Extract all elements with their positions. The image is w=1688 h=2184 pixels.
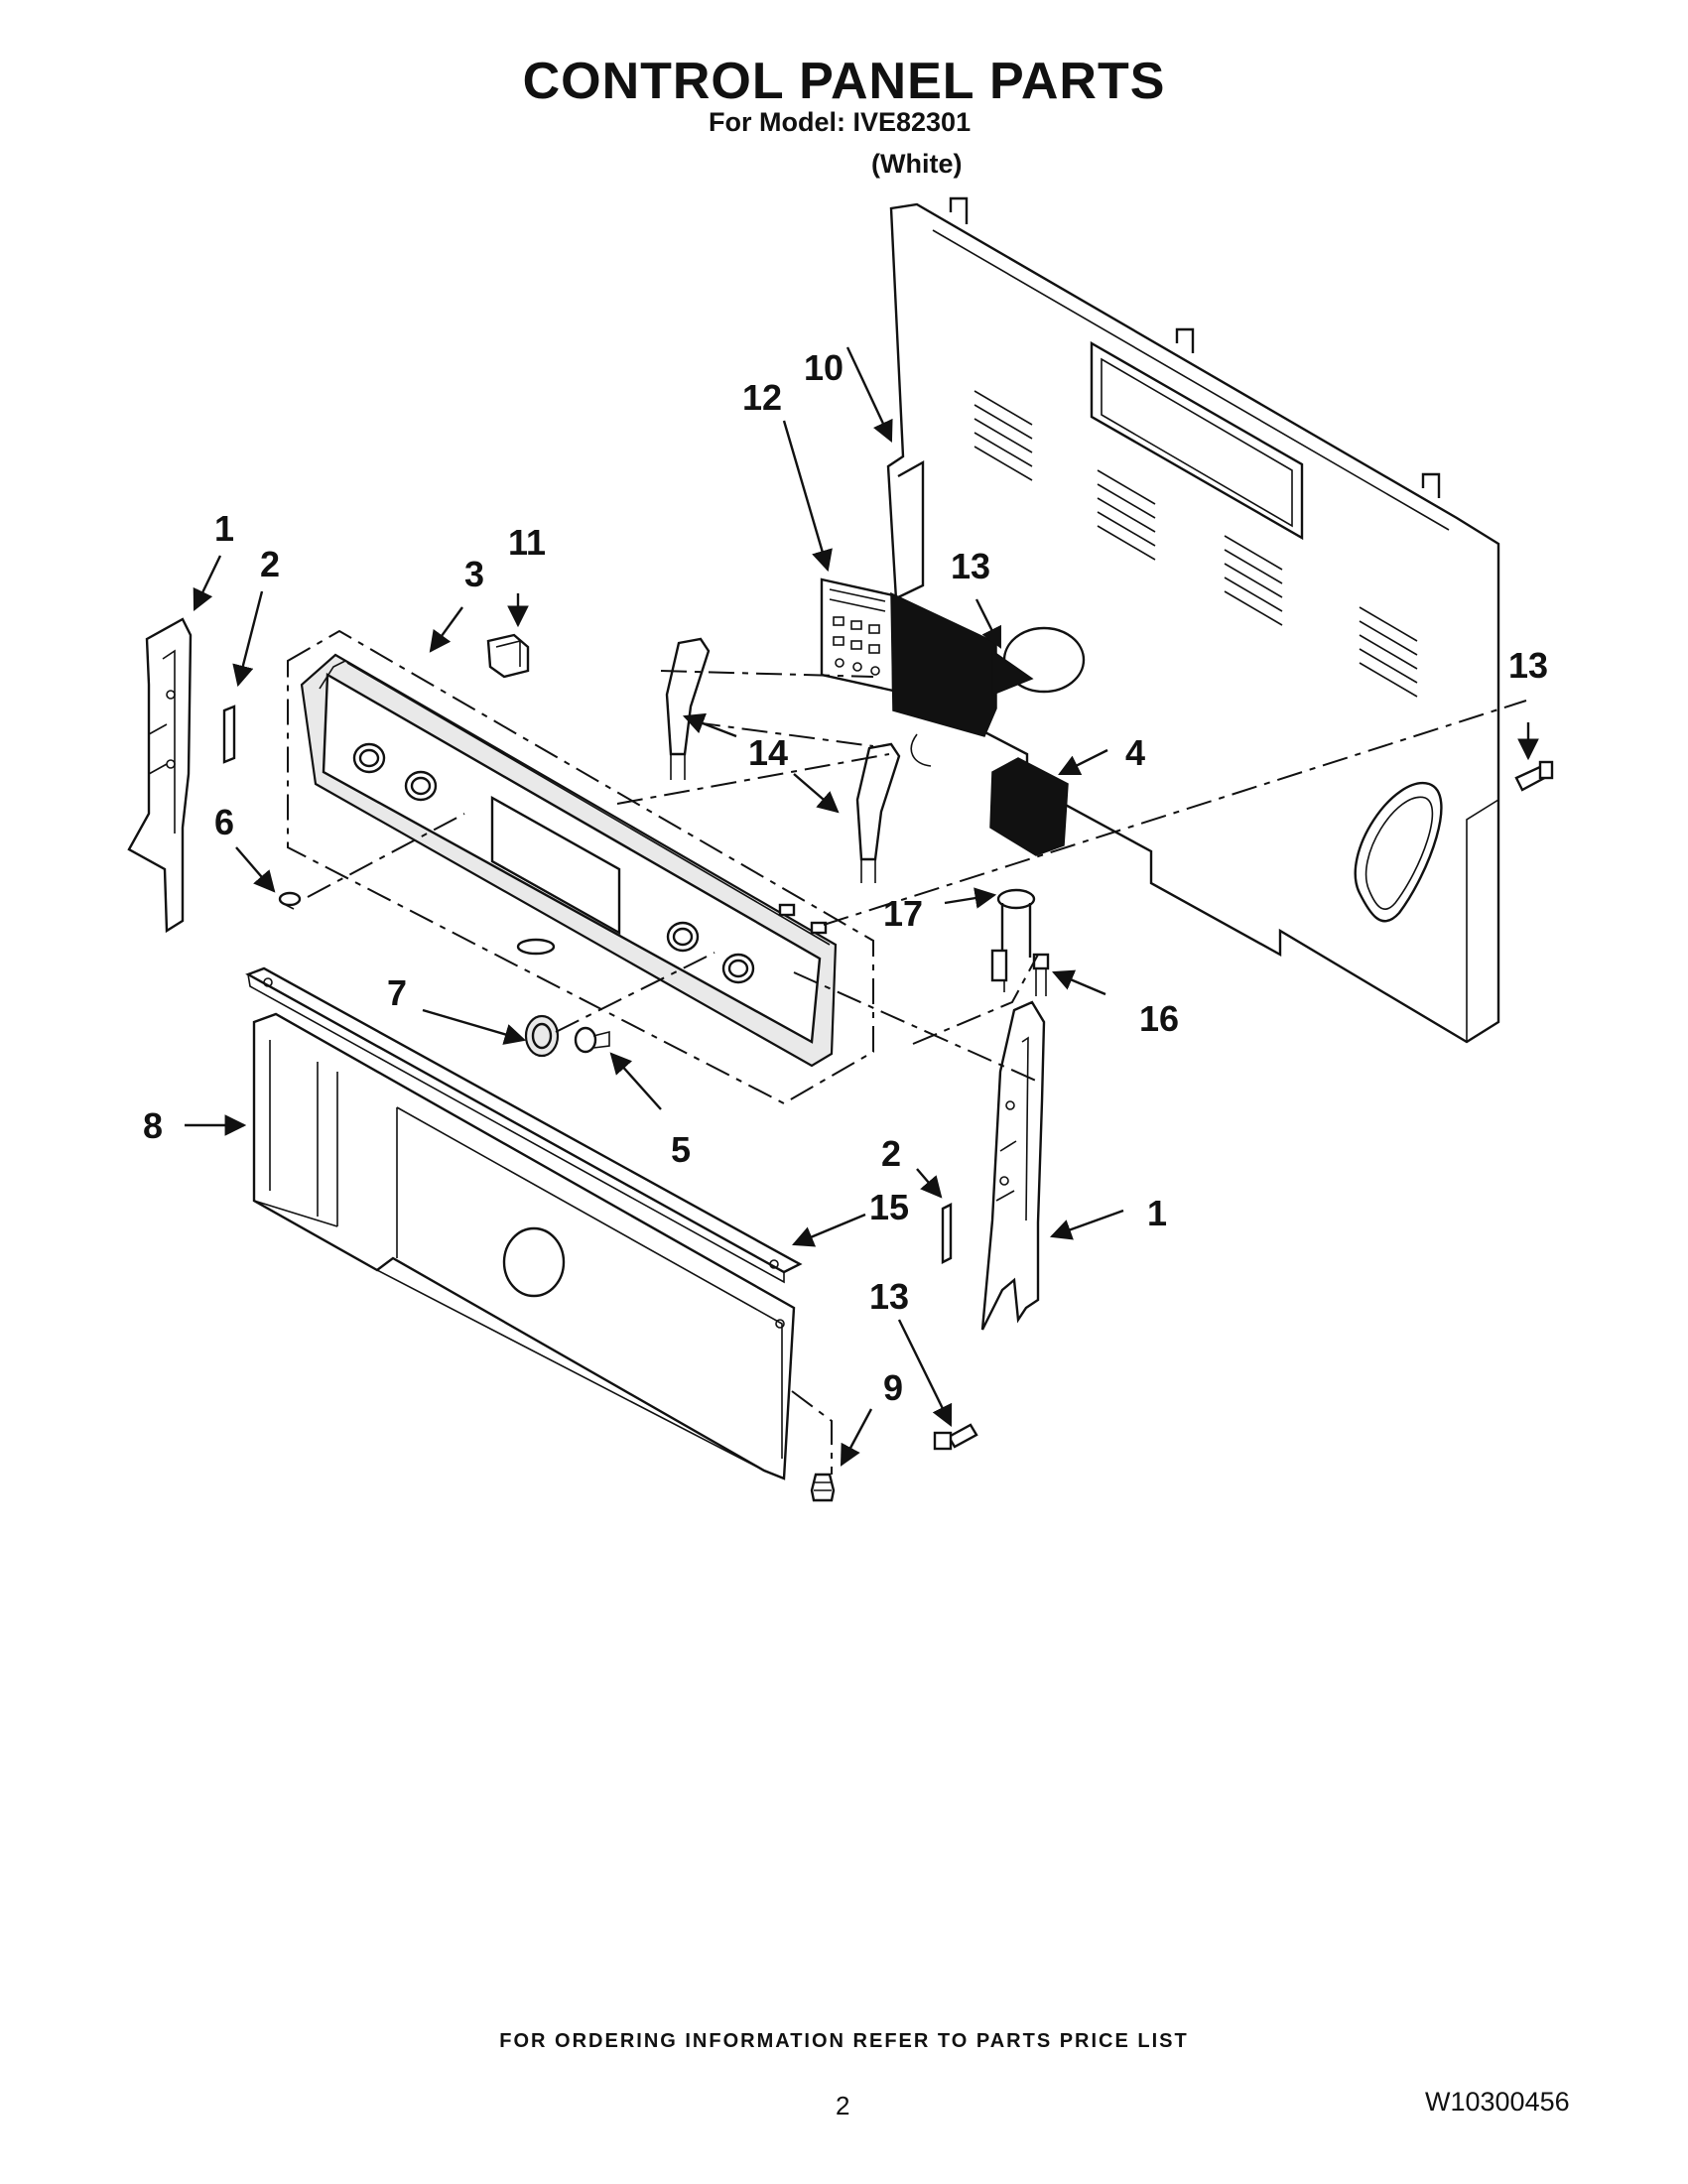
callout-13-lower: 13	[869, 1276, 910, 1317]
alignment-lines	[307, 670, 1527, 1475]
clip-part	[1032, 953, 1050, 996]
callout-15: 15	[869, 1187, 910, 1227]
callout-8: 8	[143, 1105, 164, 1146]
callout-6: 6	[214, 802, 235, 842]
model-color: (White)	[871, 149, 963, 179]
callout-2-right: 2	[881, 1133, 902, 1174]
rear-control-panel-part	[886, 196, 1500, 1044]
end-cap-left-part	[127, 617, 193, 934]
callout-9: 9	[883, 1367, 904, 1408]
end-cap-clip-right-part	[941, 1203, 953, 1264]
page-title: CONTROL PANEL PARTS	[522, 53, 1166, 110]
sensor-part	[990, 888, 1036, 992]
knob-part	[524, 1014, 560, 1058]
callout-1-left: 1	[214, 508, 235, 549]
callout-7: 7	[387, 972, 408, 1013]
lower-panel-part	[252, 1012, 796, 1480]
power-board-part	[989, 757, 1069, 856]
callout-16: 16	[1139, 998, 1180, 1039]
support-rail-part	[245, 966, 803, 1284]
control-console-part	[300, 653, 838, 1068]
callout-13-right: 13	[1508, 645, 1549, 686]
wiring-harness-part	[890, 591, 1034, 767]
screw-13-right-part	[1514, 760, 1554, 792]
callout-leaders	[185, 346, 1539, 1467]
callout-4: 4	[1125, 732, 1146, 773]
callout-1-right: 1	[1147, 1193, 1168, 1233]
callout-5: 5	[671, 1129, 692, 1170]
page-number: 2	[836, 2091, 850, 2120]
end-cap-clip-left-part	[222, 705, 236, 764]
console-clip-part	[486, 633, 530, 679]
callout-12: 12	[742, 377, 783, 418]
callout-14: 14	[748, 732, 789, 773]
console-outline	[287, 629, 874, 1105]
callout-2-left: 2	[260, 544, 281, 584]
model-number: For Model: IVE82301	[709, 107, 972, 137]
document-number: W10300456	[1425, 2087, 1570, 2117]
panel-screw-part	[810, 1473, 836, 1502]
end-cap-right-part	[980, 1000, 1046, 1331]
screw-13-lower-part	[933, 1423, 978, 1451]
console-bracket-part	[665, 637, 901, 883]
electronic-control-part	[820, 578, 895, 693]
callout-11: 11	[508, 522, 547, 563]
callout-3: 3	[464, 554, 485, 594]
screw-part	[278, 891, 302, 910]
ordering-note: FOR ORDERING INFORMATION REFER TO PARTS …	[499, 2030, 1189, 2052]
callout-17: 17	[883, 893, 924, 934]
callout-10: 10	[804, 347, 844, 388]
knob-insert-part	[574, 1026, 610, 1054]
callout-13-harness: 13	[951, 546, 991, 586]
